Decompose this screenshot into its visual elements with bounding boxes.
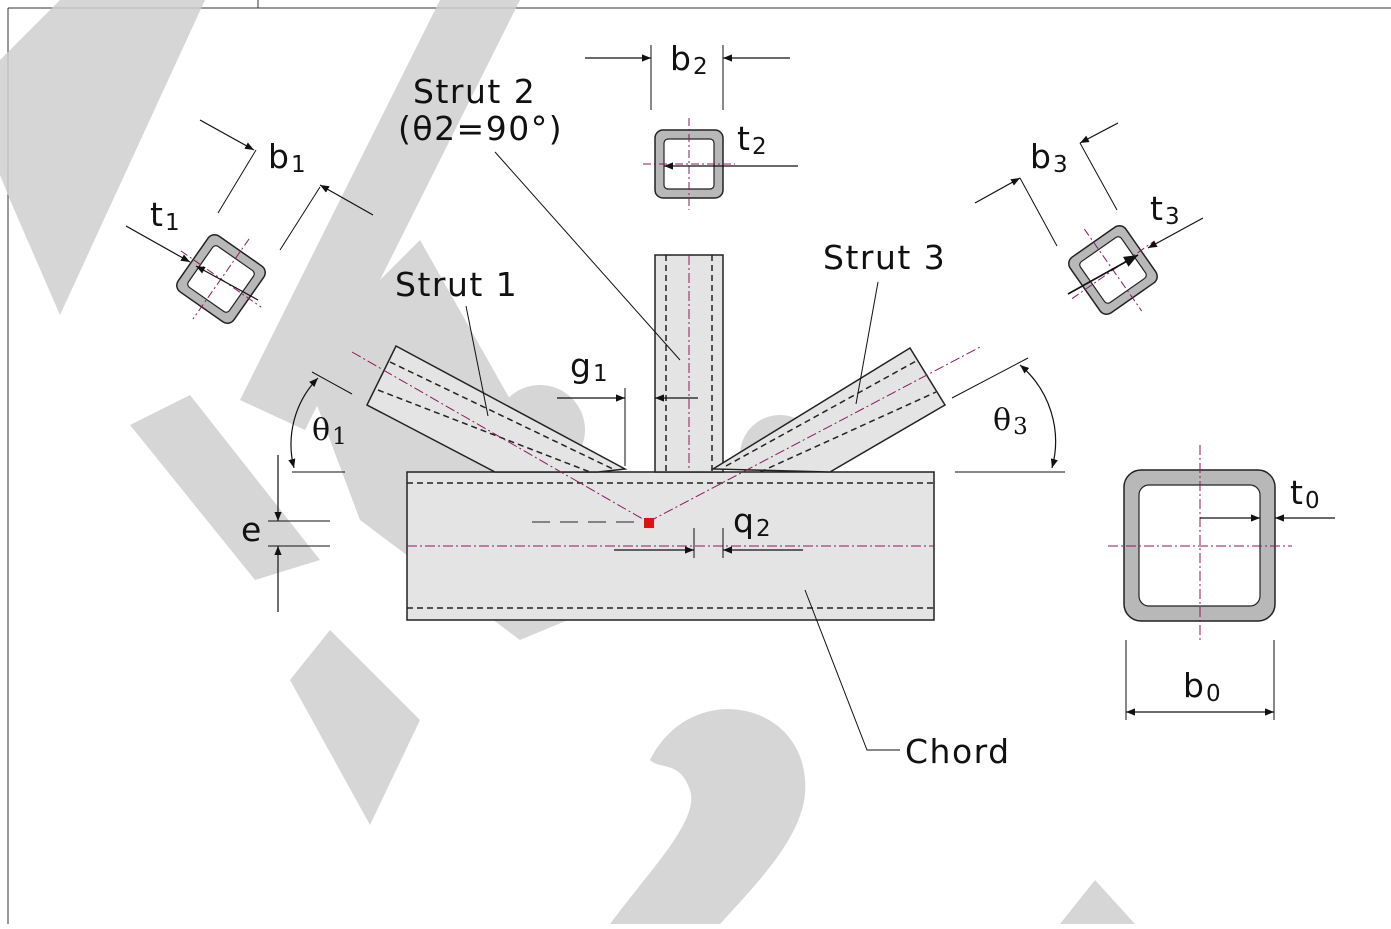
- b0-dimension: b0: [1183, 666, 1221, 707]
- theta-3-angle: [951, 357, 1065, 473]
- b3-dimension: b3: [1030, 137, 1068, 178]
- t0-dimension: t0: [1290, 473, 1320, 514]
- q2-dimension: q2: [733, 501, 771, 542]
- chord-label: Chord: [905, 732, 1011, 771]
- chord-section: [1108, 445, 1335, 720]
- eccentricity-dimension: [268, 455, 330, 612]
- theta-1-angle: [288, 371, 353, 473]
- strut-3-section-dims: [974, 122, 1204, 295]
- g1-dimension: g1: [570, 346, 608, 387]
- b1-dimension: b1: [268, 137, 306, 178]
- theta-1-label: θ1: [312, 413, 347, 450]
- t1-dimension: t1: [150, 195, 180, 236]
- strut-1-section-dims: [125, 119, 374, 301]
- strut-3-member: [647, 345, 983, 523]
- strut-2-label: Strut 2: [413, 72, 536, 111]
- theta-3-label: θ3: [993, 403, 1028, 440]
- strut-1-callout: Strut 1: [395, 265, 518, 417]
- strut-2-member: [654, 254, 724, 473]
- strut-2-callout: Strut 2 (θ2=90°): [398, 72, 681, 361]
- t2-dimension: t2: [737, 119, 767, 160]
- strut-3-section: [1068, 225, 1158, 315]
- chord-callout: Chord: [804, 589, 1011, 771]
- strut-1-label: Strut 1: [395, 265, 518, 304]
- b2-dimension: b2: [670, 39, 708, 80]
- strut-2-angle-label: (θ2=90°): [398, 109, 563, 148]
- node-point: [644, 518, 654, 528]
- chord-member: [406, 471, 935, 621]
- strut-1-member: [351, 344, 649, 523]
- strut-3-label: Strut 3: [823, 238, 946, 277]
- gap-dimension: [557, 388, 698, 466]
- e-dimension: e: [241, 510, 261, 549]
- strut-3-callout: Strut 3: [823, 238, 946, 405]
- overlap-dimension: [614, 528, 803, 558]
- strut-2-section: [585, 45, 798, 210]
- strut-1-section: [176, 234, 266, 324]
- t3-dimension: t3: [1150, 189, 1180, 230]
